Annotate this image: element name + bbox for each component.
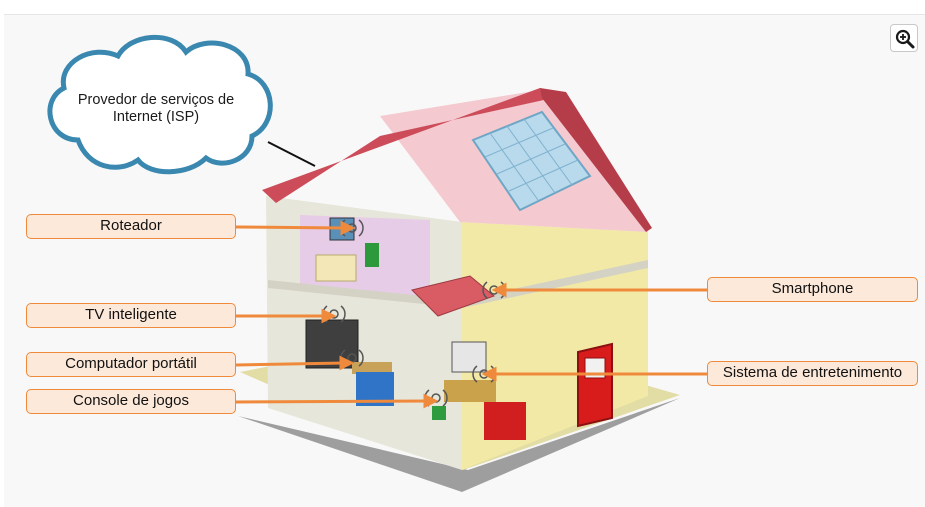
label-game-console: Console de jogos bbox=[26, 389, 236, 414]
house-roof bbox=[262, 88, 562, 203]
laptop-desk bbox=[352, 362, 392, 374]
red-armchair bbox=[484, 402, 526, 440]
label-router: Roteador bbox=[26, 214, 236, 239]
roof-ridge bbox=[540, 88, 652, 232]
zoom-in-button[interactable] bbox=[890, 24, 918, 52]
zoom-in-icon bbox=[895, 29, 915, 49]
upper-room-desk bbox=[315, 254, 357, 282]
isp-label-line-1: Provedor de serviços de bbox=[77, 92, 235, 108]
office-chair bbox=[365, 243, 379, 267]
house-foundation bbox=[238, 398, 680, 492]
tv-screen bbox=[305, 319, 359, 369]
isp-label-line-2: Internet (ISP) bbox=[112, 109, 200, 125]
bed bbox=[411, 275, 495, 317]
isp-cloud-label: Provedor de serviços de Internet (ISP) bbox=[58, 92, 254, 126]
isp-cloud bbox=[47, 35, 273, 175]
isp-connection-line bbox=[267, 141, 316, 167]
label-connectors bbox=[235, 220, 707, 409]
game-console bbox=[432, 406, 446, 420]
entertainment-tv bbox=[451, 341, 487, 373]
solar-panel-grid bbox=[484, 118, 579, 201]
upper-floor-slab bbox=[268, 260, 648, 308]
label-laptop: Computador portátil bbox=[26, 352, 236, 377]
label-smart-tv: TV inteligente bbox=[26, 303, 236, 328]
tv-stand bbox=[444, 380, 496, 402]
front-door bbox=[577, 342, 613, 428]
label-entertainment-system: Sistema de entretenimento bbox=[707, 361, 918, 386]
label-smartphone: Smartphone bbox=[707, 277, 918, 302]
